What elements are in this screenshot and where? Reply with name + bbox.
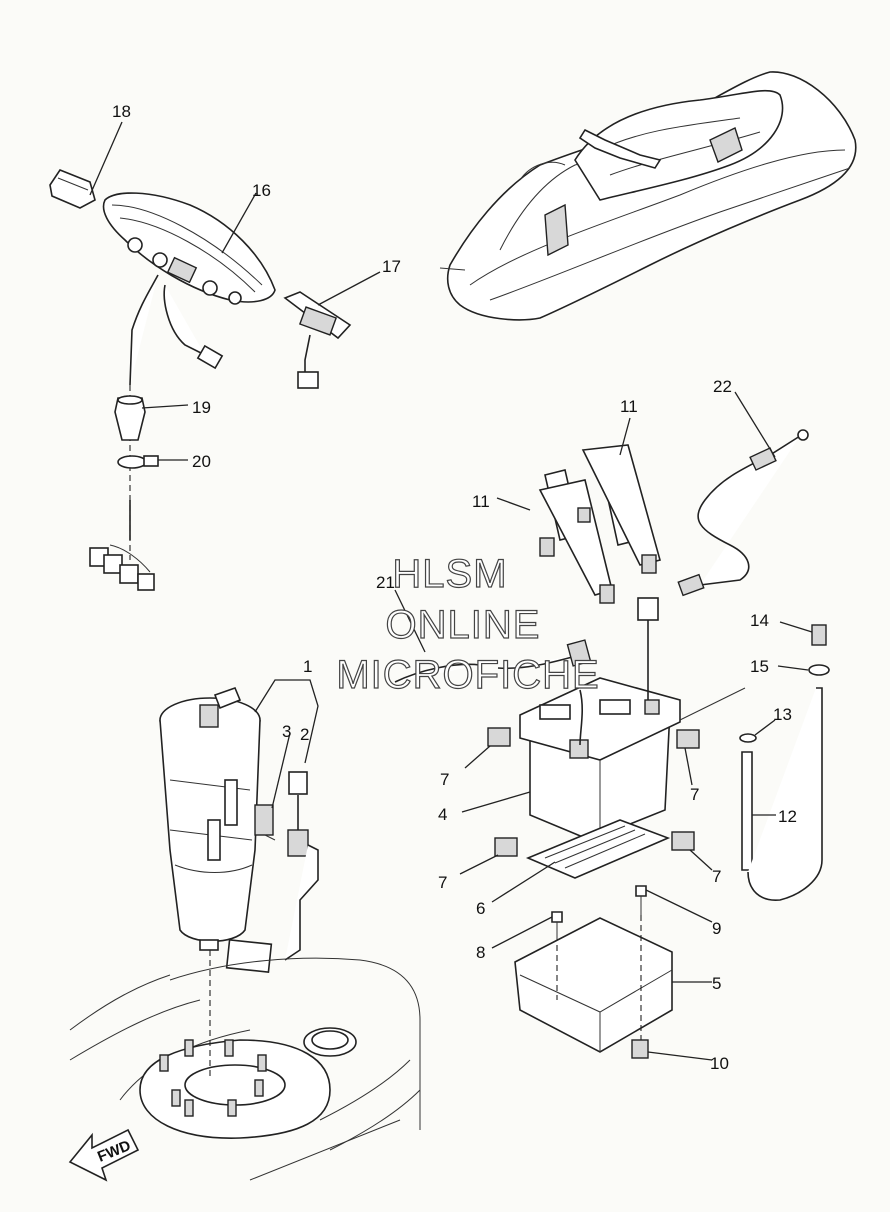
callout-labels: 18 16 17 19 20 21 1 3 2 11 11 22 7 4 7 7…: [112, 102, 797, 1073]
callout-21: 21: [376, 573, 395, 592]
callout-16: 16: [252, 181, 271, 200]
fuel-tank-outline: [69, 950, 421, 1181]
fwd-arrow-icon: FWD: [68, 1128, 140, 1182]
callout-2: 2: [300, 725, 309, 744]
callout-7b: 7: [690, 785, 699, 804]
watermark-line-3: MICROFICHE: [336, 653, 599, 697]
callout-17: 17: [382, 257, 401, 276]
callout-22: 22: [713, 377, 732, 396]
callout-15: 15: [750, 657, 769, 676]
callout-12: 12: [778, 807, 797, 826]
callout-4: 4: [438, 805, 447, 824]
callout-19: 19: [192, 398, 211, 417]
callout-20: 20: [192, 452, 211, 471]
callout-11b: 11: [620, 397, 638, 416]
callout-7c: 7: [438, 873, 447, 892]
leader-lines: [89, 121, 813, 1061]
callout-7d: 7: [712, 867, 721, 886]
callout-13: 13: [773, 705, 792, 724]
multifunction-meter-part-16: [102, 192, 276, 303]
callout-5: 5: [712, 974, 721, 993]
callout-8: 8: [476, 943, 485, 962]
battery-assembly: [394, 429, 830, 1059]
callout-6: 6: [476, 899, 485, 918]
callout-7a: 7: [440, 770, 449, 789]
band-part-20: [117, 455, 147, 469]
mat-part-6: [525, 819, 671, 879]
watermark-line-2: ONLINE: [386, 603, 541, 647]
callout-3: 3: [282, 722, 291, 741]
grommet-part-19: [114, 397, 146, 441]
callout-14: 14: [750, 611, 769, 630]
callout-10: 10: [710, 1054, 729, 1073]
meter-cover-part-18: [49, 169, 96, 209]
callout-18: 18: [112, 102, 131, 121]
callout-9: 9: [712, 919, 721, 938]
switch-part-17: [283, 291, 352, 389]
fuel-pump-assembly: [159, 686, 319, 973]
battery-box-part-5: [514, 917, 673, 1053]
callout-11a: 11: [472, 492, 490, 511]
watermark-line-1: HLSM: [392, 552, 507, 596]
watercraft-illustration: [439, 71, 857, 321]
callout-1: 1: [303, 657, 312, 676]
watermark: HLSM ONLINE MICROFICHE: [336, 551, 600, 697]
meter-assembly: [49, 169, 276, 591]
